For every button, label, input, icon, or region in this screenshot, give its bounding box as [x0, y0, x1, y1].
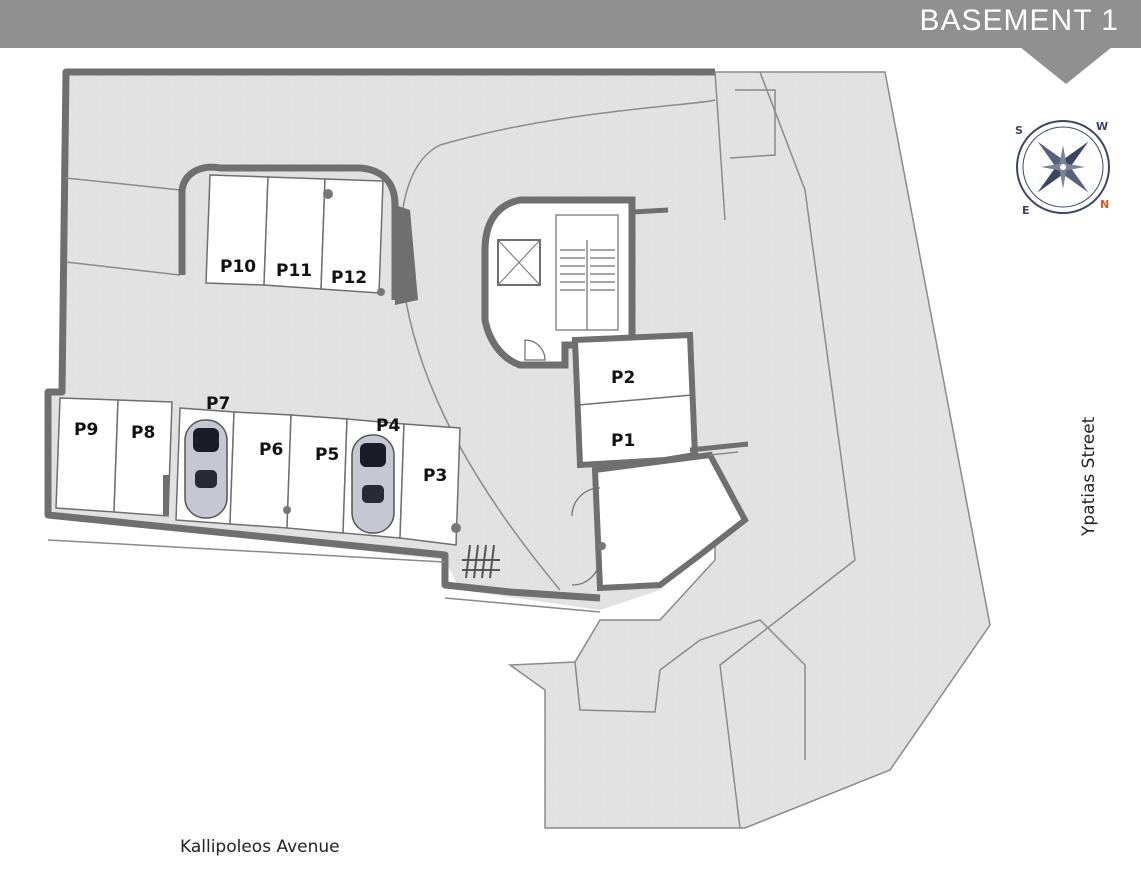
compass-label-n: N [1100, 198, 1109, 211]
curb-line [729, 89, 776, 159]
ramp-wedge [395, 205, 418, 305]
compass-label-e: E [1022, 204, 1030, 217]
ramp-edge [65, 261, 181, 276]
floor-title: BASEMENT 1 [919, 4, 1119, 37]
label-p12: P12 [331, 268, 367, 288]
ramp-edge [439, 99, 716, 146]
label-p3: P3 [423, 466, 447, 486]
curb-line [719, 71, 856, 829]
label-p1: P1 [611, 431, 635, 451]
compass-label-s: S [1015, 124, 1023, 137]
label-p5: P5 [315, 445, 339, 465]
bay-wall [178, 163, 399, 300]
outer-wall [44, 68, 715, 602]
staircase-icon [555, 214, 619, 331]
label-p6: P6 [259, 440, 283, 460]
label-p10: P10 [220, 257, 256, 277]
header-bar: BASEMENT 1 [0, 0, 1141, 48]
parking-row-top [205, 174, 385, 296]
label-p7: P7 [206, 394, 230, 414]
label-p2: P2 [611, 368, 635, 388]
car-icon-p7 [184, 419, 228, 519]
label-p8: P8 [131, 423, 155, 443]
label-p11: P11 [276, 261, 312, 281]
sidewalk-area [507, 71, 991, 829]
ramp-edge [65, 177, 181, 191]
outer-wall-line [444, 597, 601, 613]
bicycle-rack-icon [462, 544, 500, 579]
street-label-side: Ypatias Street [1079, 416, 1099, 537]
street-label-front: Kallipoleos Avenue [180, 837, 340, 857]
compass-label-w: W [1096, 120, 1108, 133]
header-pointer [1020, 47, 1112, 84]
label-p4: P4 [376, 416, 400, 436]
label-p9: P9 [74, 420, 98, 440]
curb-line [574, 619, 806, 760]
car-icon-p4 [351, 434, 395, 534]
outer-wall-line [47, 539, 446, 563]
compass-rose-icon [1016, 120, 1110, 214]
